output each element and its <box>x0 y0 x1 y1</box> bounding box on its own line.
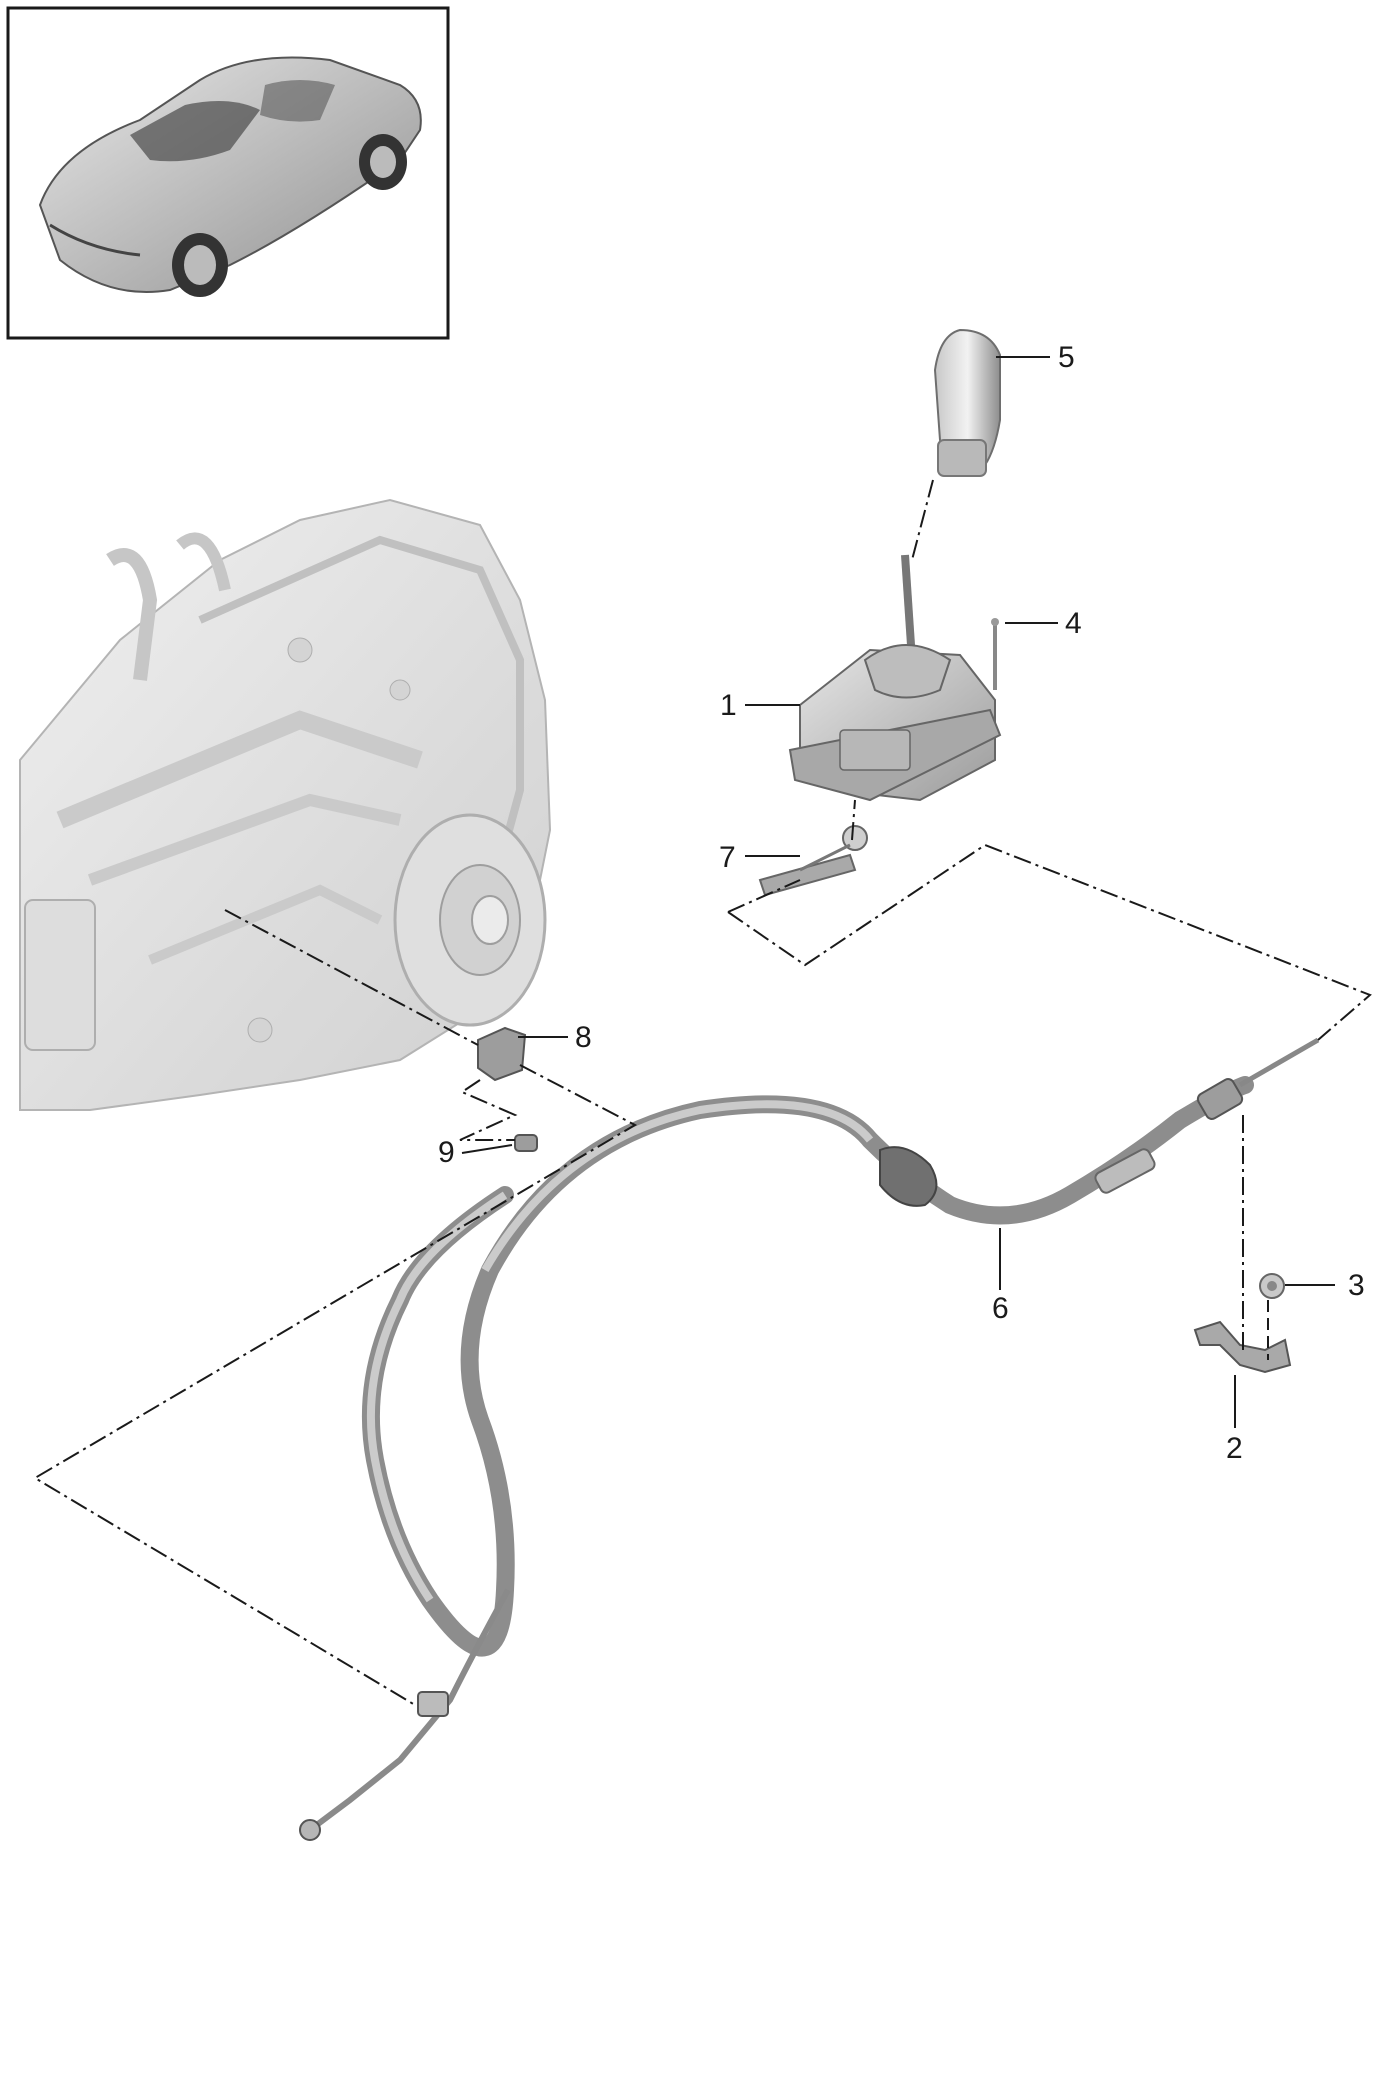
callout-8: 8 <box>575 1021 592 1054</box>
vehicle-thumbnail <box>6 6 450 340</box>
nut-part-3 <box>1259 1273 1285 1299</box>
callout-5: 5 <box>1058 341 1075 374</box>
assembly-lines <box>33 479 1372 1706</box>
bolt-part-9 <box>514 1134 538 1152</box>
shift-cable-part-6 <box>299 1037 1320 1841</box>
callout-3: 3 <box>1348 1269 1365 1302</box>
screw-part-4 <box>991 618 999 690</box>
callout-7: 7 <box>719 841 736 874</box>
cable-end-part-7 <box>758 825 868 897</box>
callout-9: 9 <box>438 1136 455 1169</box>
shift-lever-housing-part-1 <box>788 554 1002 802</box>
callout-4: 4 <box>1065 607 1082 640</box>
shift-knob-part-5 <box>933 328 1001 477</box>
bracket-part-8 <box>477 1026 527 1082</box>
callout-1: 1 <box>720 689 737 722</box>
callout-2: 2 <box>1226 1432 1243 1465</box>
callout-leaders <box>461 356 1335 1428</box>
car-illustration <box>38 56 422 297</box>
callout-labels: 1 2 3 4 5 6 7 8 9 <box>438 341 1365 1465</box>
callout-6: 6 <box>992 1292 1009 1325</box>
transmission-illustration <box>19 498 552 1111</box>
